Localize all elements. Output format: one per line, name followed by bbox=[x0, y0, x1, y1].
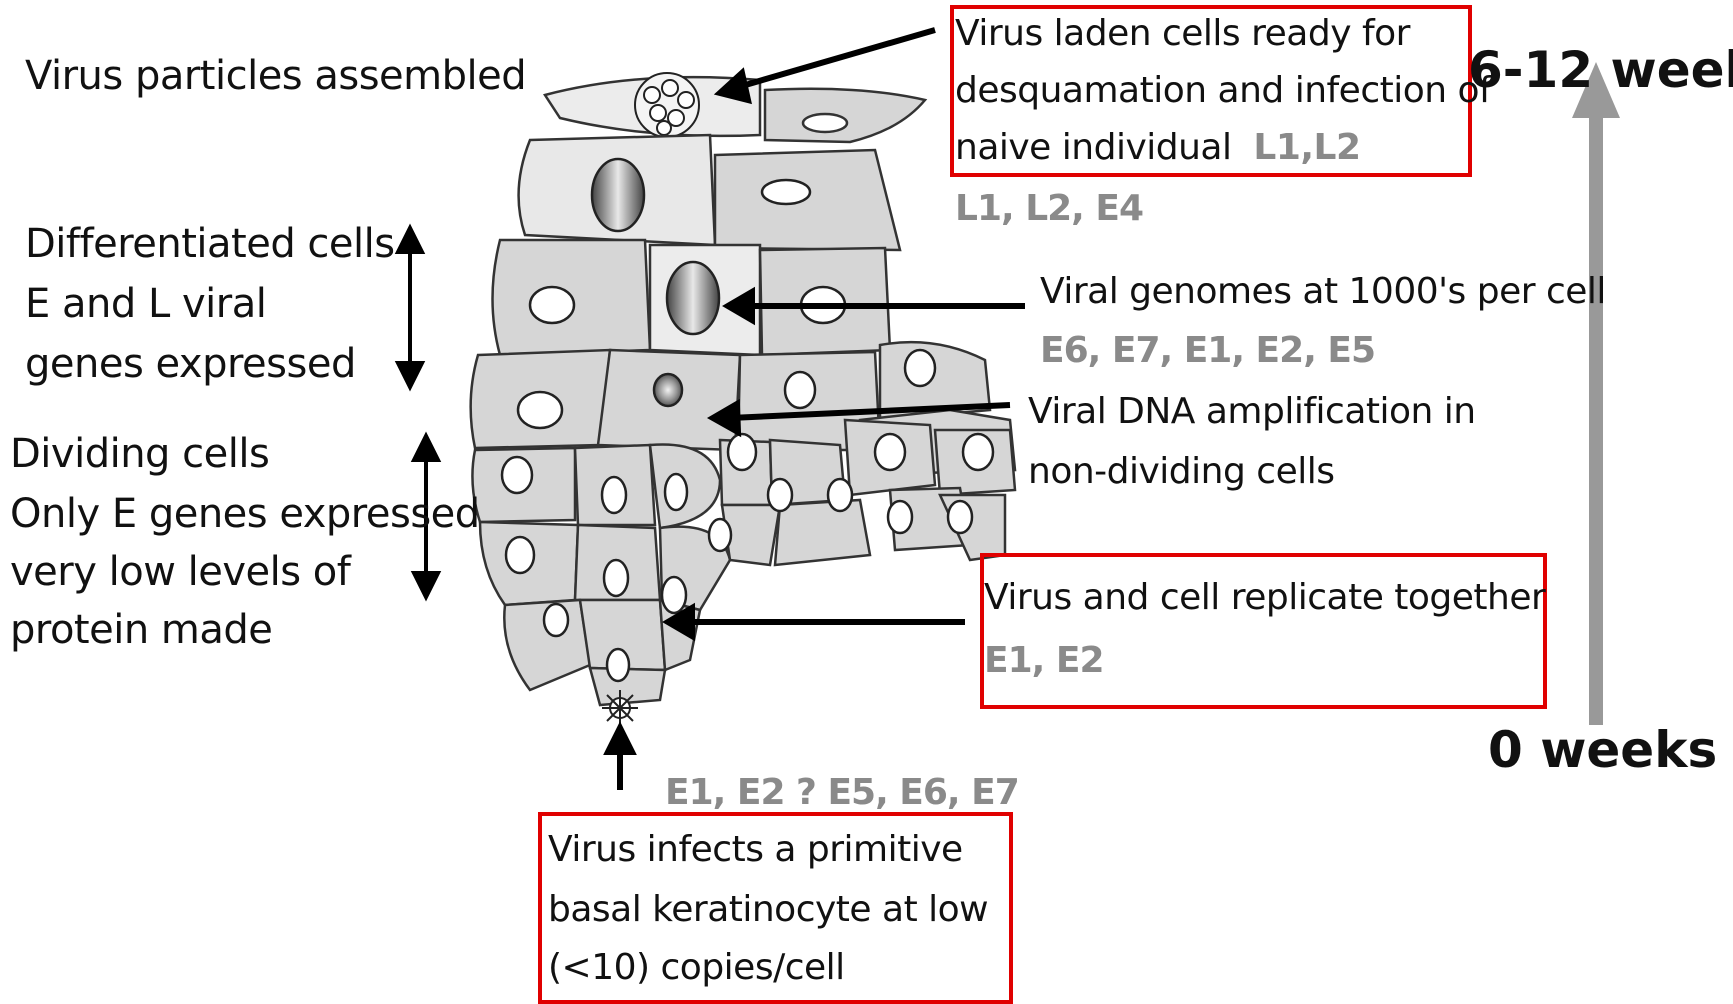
label-laden-line1: Virus laden cells ready for bbox=[955, 6, 1410, 62]
label-dividing-line2: Only E genes expressed bbox=[10, 484, 480, 544]
label-laden-line3-text: naive individual bbox=[955, 127, 1231, 168]
timeline-top-label: 6-12 weeks bbox=[1468, 40, 1733, 100]
label-differentiated-line1: Differentiated cells bbox=[25, 214, 395, 274]
label-infects-line2: basal keratinocyte at low bbox=[548, 882, 988, 938]
label-dividing-line3: very low levels of bbox=[10, 542, 350, 602]
gene-list-replicate: E1, E2 bbox=[984, 636, 1104, 686]
label-infects-line1: Virus infects a primitive bbox=[548, 822, 963, 878]
virus-cluster-icon bbox=[635, 73, 699, 137]
gene-list-genomes: E6, E7, E1, E2, E5 bbox=[1040, 326, 1375, 376]
label-infects-line3: (<10) copies/cell bbox=[548, 940, 845, 996]
label-virus-particles-assembled: Virus particles assembled bbox=[25, 46, 526, 106]
label-differentiated-line3: genes expressed bbox=[25, 334, 356, 394]
label-dividing-line4: protein made bbox=[10, 600, 272, 660]
label-dividing-line1: Dividing cells bbox=[10, 424, 269, 484]
label-amplification-line1: Viral DNA amplification in bbox=[1028, 384, 1476, 440]
label-amplification-line2: non-dividing cells bbox=[1028, 444, 1334, 500]
gene-list-bottom: E1, E2 ? E5, E6, E7 bbox=[665, 768, 1019, 818]
gene-list-upper: L1, L2, E4 bbox=[955, 184, 1143, 234]
timeline-bottom-label: 0 weeks bbox=[1488, 720, 1717, 780]
label-laden-line3: naive individual L1,L2 bbox=[955, 120, 1361, 176]
virus-entry-icon bbox=[602, 690, 638, 726]
label-viral-genomes: Viral genomes at 1000's per cell bbox=[1040, 264, 1606, 320]
gene-list-laden: L1,L2 bbox=[1253, 127, 1360, 168]
label-replicate: Virus and cell replicate together bbox=[984, 570, 1545, 626]
label-differentiated-line2: E and L viral bbox=[25, 274, 266, 334]
label-laden-line2: desquamation and infection of bbox=[955, 63, 1491, 119]
timeline-arrow bbox=[1572, 62, 1620, 725]
